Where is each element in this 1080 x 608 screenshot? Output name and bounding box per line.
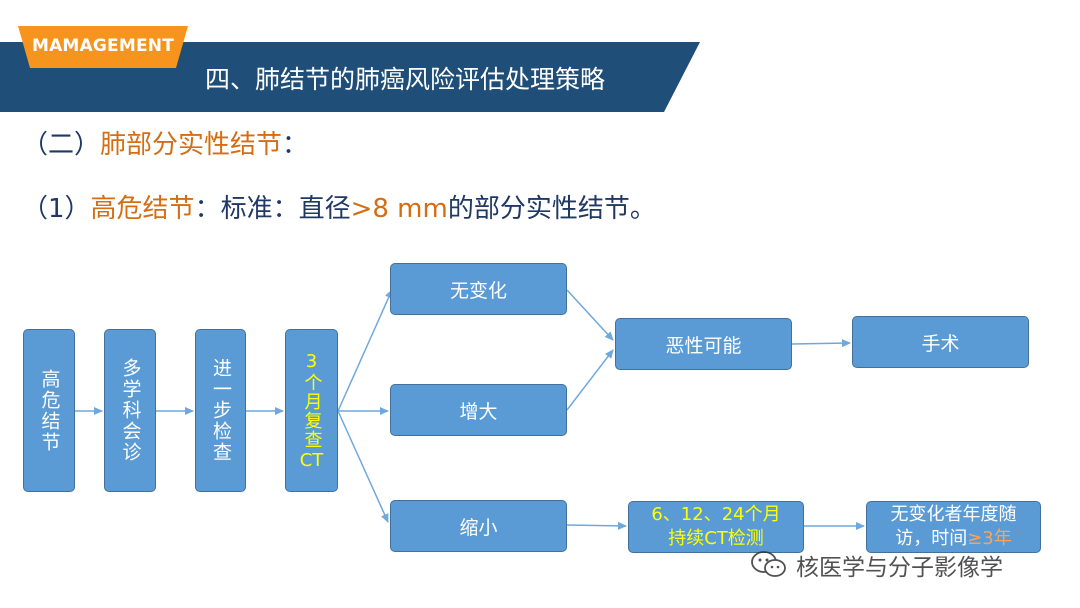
- node-annual-line1: 无变化者年度随: [890, 504, 1017, 525]
- node-annual-followup: 无变化者年度随 访，时间≥3年: [866, 501, 1041, 553]
- subtitle-highlight: 肺部分实性结节: [100, 130, 283, 160]
- node-recheck-text: 个月复查: [301, 372, 323, 449]
- node-annual-line2-b: ≥3年: [967, 528, 1012, 549]
- node-malignant: 恶性可能: [615, 318, 792, 370]
- node-high-risk: 高危结节: [23, 329, 75, 492]
- node-shrink-label: 缩小: [459, 516, 498, 539]
- node-surgery: 手术: [852, 316, 1029, 368]
- badge-shape: [18, 26, 188, 68]
- node-high-risk-label: 高危结节: [38, 368, 61, 453]
- page-title: 四、肺结节的肺癌风险评估处理策略: [205, 65, 606, 94]
- node-recheck-ct: 3 个月复查 CT: [285, 329, 338, 492]
- node-annual-line2-a: 访，时间: [895, 528, 968, 549]
- criteria-mid: ：标准：直径: [194, 194, 351, 224]
- arrow-shrink-followup: [566, 521, 627, 530]
- node-followup-ct: 6、12、24个月 持续CT检测: [628, 501, 804, 553]
- node-shrink: 缩小: [390, 500, 567, 552]
- node-recheck-months: 3: [305, 350, 318, 372]
- node-surgery-label: 手术: [921, 332, 960, 355]
- node-annual-line2: 访，时间≥3年: [895, 527, 1012, 551]
- node-further-exam: 进一步检查: [195, 329, 246, 492]
- watermark-text: 核医学与分子影像学: [796, 555, 1003, 581]
- node-malignant-label: 恶性可能: [665, 334, 742, 357]
- node-no-change-label: 无变化: [449, 279, 507, 302]
- badge-label: MAMAGEMENT: [31, 36, 175, 56]
- arrow-to-shrink: [337, 410, 389, 523]
- criteria-suffix: 的部分实性结节。: [447, 194, 656, 224]
- node-followup-line1: 6、12、24个月: [651, 504, 781, 525]
- node-enlarge: 增大: [390, 384, 567, 436]
- node-further-exam-label: 进一步检查: [210, 358, 232, 463]
- arrow-enlarge-malignant: [566, 349, 614, 411]
- node-mdt-label: 多学科会诊: [119, 358, 142, 463]
- node-recheck-ct-label: CT: [299, 449, 324, 471]
- section-subtitle: （二）肺部分实性结节：: [22, 124, 308, 161]
- arrow-malignant-surgery: [791, 339, 851, 348]
- arrow-to-no-change: [337, 289, 393, 412]
- node-no-change: 无变化: [390, 263, 567, 315]
- subtitle-suffix: ：: [282, 130, 309, 160]
- criteria-high-risk: 高危结节: [90, 194, 195, 224]
- criteria-line: （1）高危结节：标准：直径>8 mm的部分实性结节。: [22, 188, 656, 225]
- subtitle-prefix: （二）: [22, 130, 101, 160]
- node-mdt: 多学科会诊: [104, 329, 156, 492]
- watermark: 核医学与分子影像学: [750, 548, 1003, 582]
- node-followup-line2: 持续CT检测: [668, 528, 764, 549]
- arrow-no-change-malignant: [566, 289, 614, 341]
- criteria-size: >8 mm: [350, 194, 448, 224]
- criteria-prefix: （1）: [22, 194, 91, 224]
- wechat-icon: [751, 551, 786, 577]
- node-enlarge-label: 增大: [459, 400, 498, 423]
